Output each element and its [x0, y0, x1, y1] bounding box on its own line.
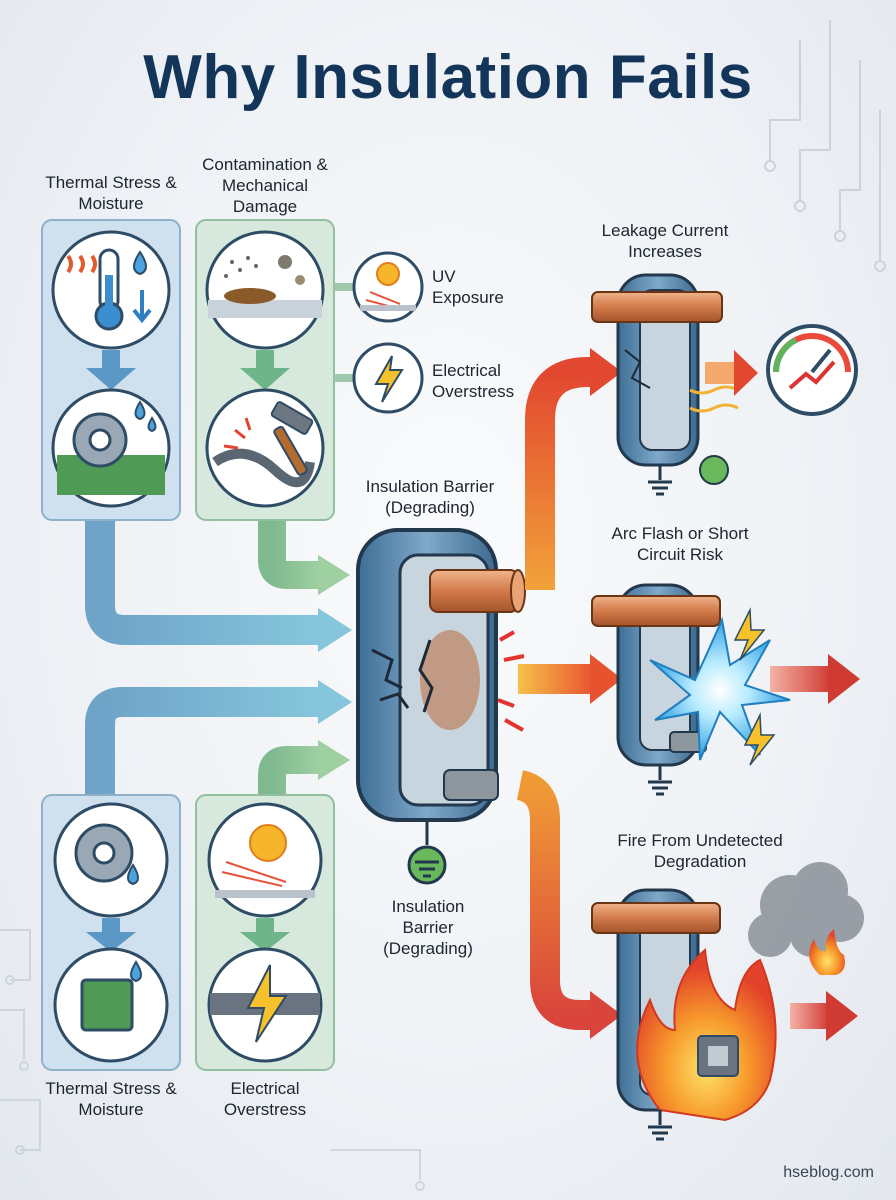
flow-arrow-bottom-right: [258, 740, 350, 795]
copper-conductor: [429, 569, 519, 613]
ground-icon: [407, 845, 447, 885]
arrow-to-leakage: [525, 348, 622, 590]
insulation-barrier: [356, 528, 526, 885]
electrical-overstress-node: [334, 342, 424, 414]
label-leakage: Leakage Current Increases: [601, 221, 729, 261]
panel-thermal-top: [41, 219, 181, 521]
dirt-icon: [224, 288, 276, 304]
hammer-icon: [270, 401, 314, 476]
page-title: Why Insulation Fails: [143, 43, 753, 112]
label-thermal-top: Thermal Stress & Moisture: [45, 173, 177, 213]
label-electrical-top: Electrical Overstress: [432, 361, 515, 401]
arc-flash-component: [591, 583, 860, 796]
panel-electrical-bottom: [195, 794, 335, 1071]
leakage-component: [591, 273, 858, 496]
thermometer-icon: [94, 248, 124, 331]
panel-contamination: [195, 219, 335, 521]
arrow-to-fire: [515, 770, 622, 1039]
panel-thermal-bottom: [41, 794, 181, 1071]
credit-text: hseblog.com: [783, 1164, 874, 1181]
sun-icon: [376, 262, 400, 286]
flow-arrow-top-left: [85, 520, 352, 652]
label-fire: Fire From Undetected Degradation: [617, 831, 783, 871]
label-barrier-bottom: Insulation Barrier (Degrading): [383, 897, 473, 958]
uv-exposure-node: [334, 251, 424, 323]
arrow-to-arc: [518, 654, 622, 704]
circuit-decoration-bottom-left: [0, 929, 425, 1191]
label-electrical-bottom: Electrical Overstress: [223, 1079, 307, 1119]
label-contamination: Contamination & Mechanical Damage: [202, 155, 328, 216]
label-barrier-top: Insulation Barrier (Degrading): [365, 477, 495, 517]
smoke-icon: [748, 862, 864, 957]
lightning-icon: [374, 355, 404, 403]
label-arc-flash: Arc Flash or Short Circuit Risk: [611, 524, 749, 564]
label-uv: UV Exposure: [432, 267, 504, 307]
chip-icon: [80, 978, 134, 1032]
circuit-decoration-top-right: [764, 20, 886, 272]
flow-arrow-bottom-left: [85, 680, 352, 795]
fire-component: [591, 862, 864, 1141]
label-thermal-bottom: Thermal Stress & Moisture: [45, 1079, 177, 1119]
water-drop-icon: [133, 250, 147, 276]
flow-arrow-top-right: [258, 520, 350, 595]
down-arrow-icon: [86, 368, 136, 390]
heat-waves-icon: [66, 254, 97, 274]
